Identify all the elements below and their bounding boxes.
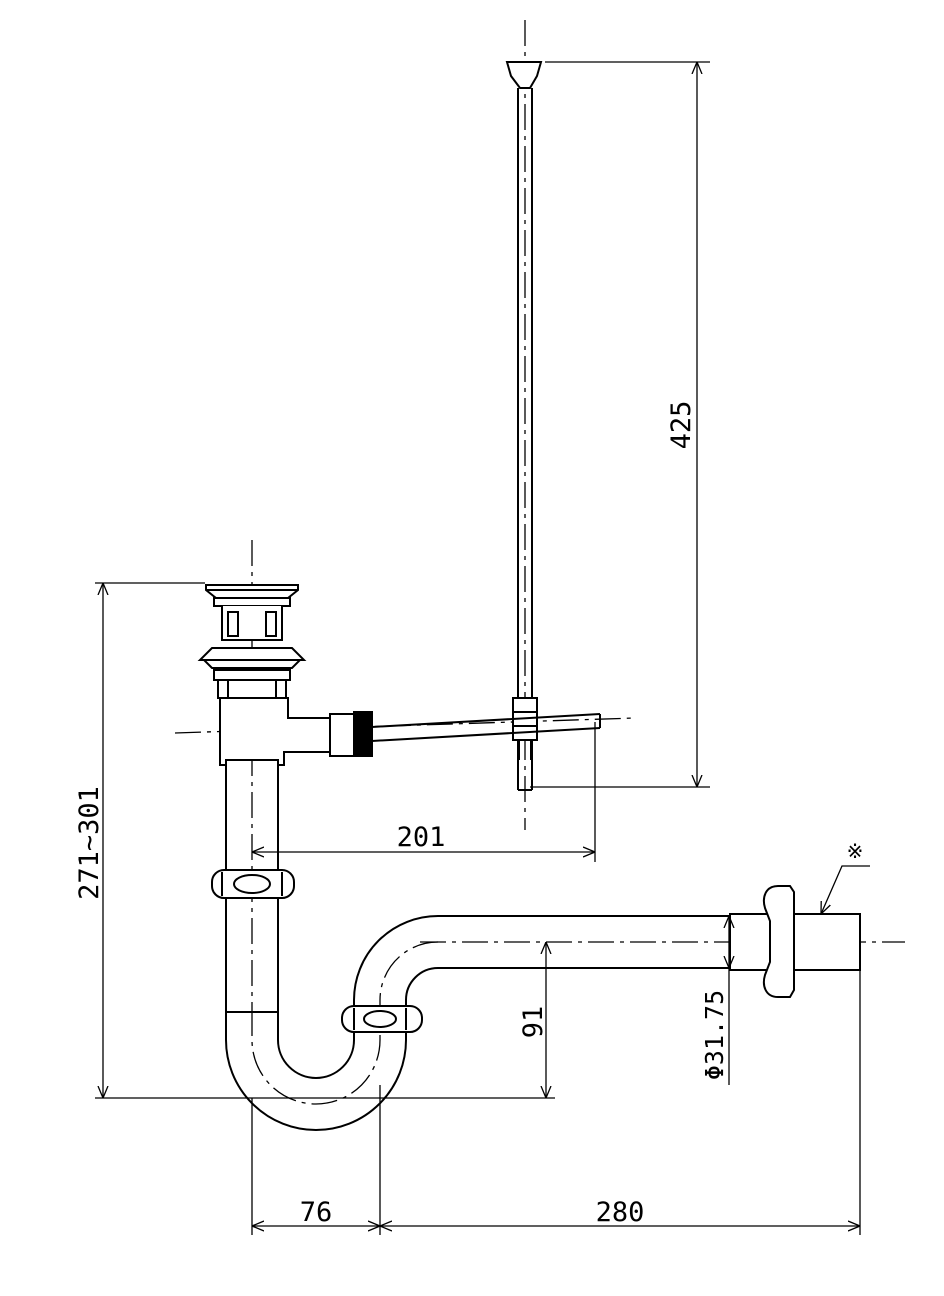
pivot-lever-rod <box>371 713 601 742</box>
escutcheon <box>762 885 795 998</box>
lever-nut <box>329 713 355 757</box>
dim-label-280: 280 <box>596 1197 645 1228</box>
drain-nut <box>213 669 291 681</box>
dim-label-diameter: Φ31.75 <box>700 990 729 1080</box>
dimension-lines <box>95 61 870 1235</box>
note-leader <box>821 865 870 914</box>
note-mark: ※ <box>847 839 864 863</box>
drain-flange <box>197 647 307 661</box>
tailpiece <box>211 869 295 1015</box>
trap-center-arc <box>251 941 439 1105</box>
dim-label-76: 76 <box>300 1197 333 1228</box>
wall-pipe <box>729 885 861 998</box>
drain-tee-body <box>219 697 331 766</box>
popup-cap <box>205 584 299 599</box>
dim-label-271-301: 271~301 <box>74 786 105 900</box>
popup-drain-body <box>197 584 373 870</box>
dim-label-201: 201 <box>397 822 446 853</box>
lift-rod <box>505 61 543 791</box>
rod-knob <box>505 61 543 89</box>
dim-label-91: 91 <box>518 1006 549 1039</box>
j-bend-trap <box>225 915 730 1131</box>
trap-inner <box>277 915 730 1079</box>
dim-label-425: 425 <box>666 401 697 450</box>
trap-outer <box>225 967 730 1131</box>
